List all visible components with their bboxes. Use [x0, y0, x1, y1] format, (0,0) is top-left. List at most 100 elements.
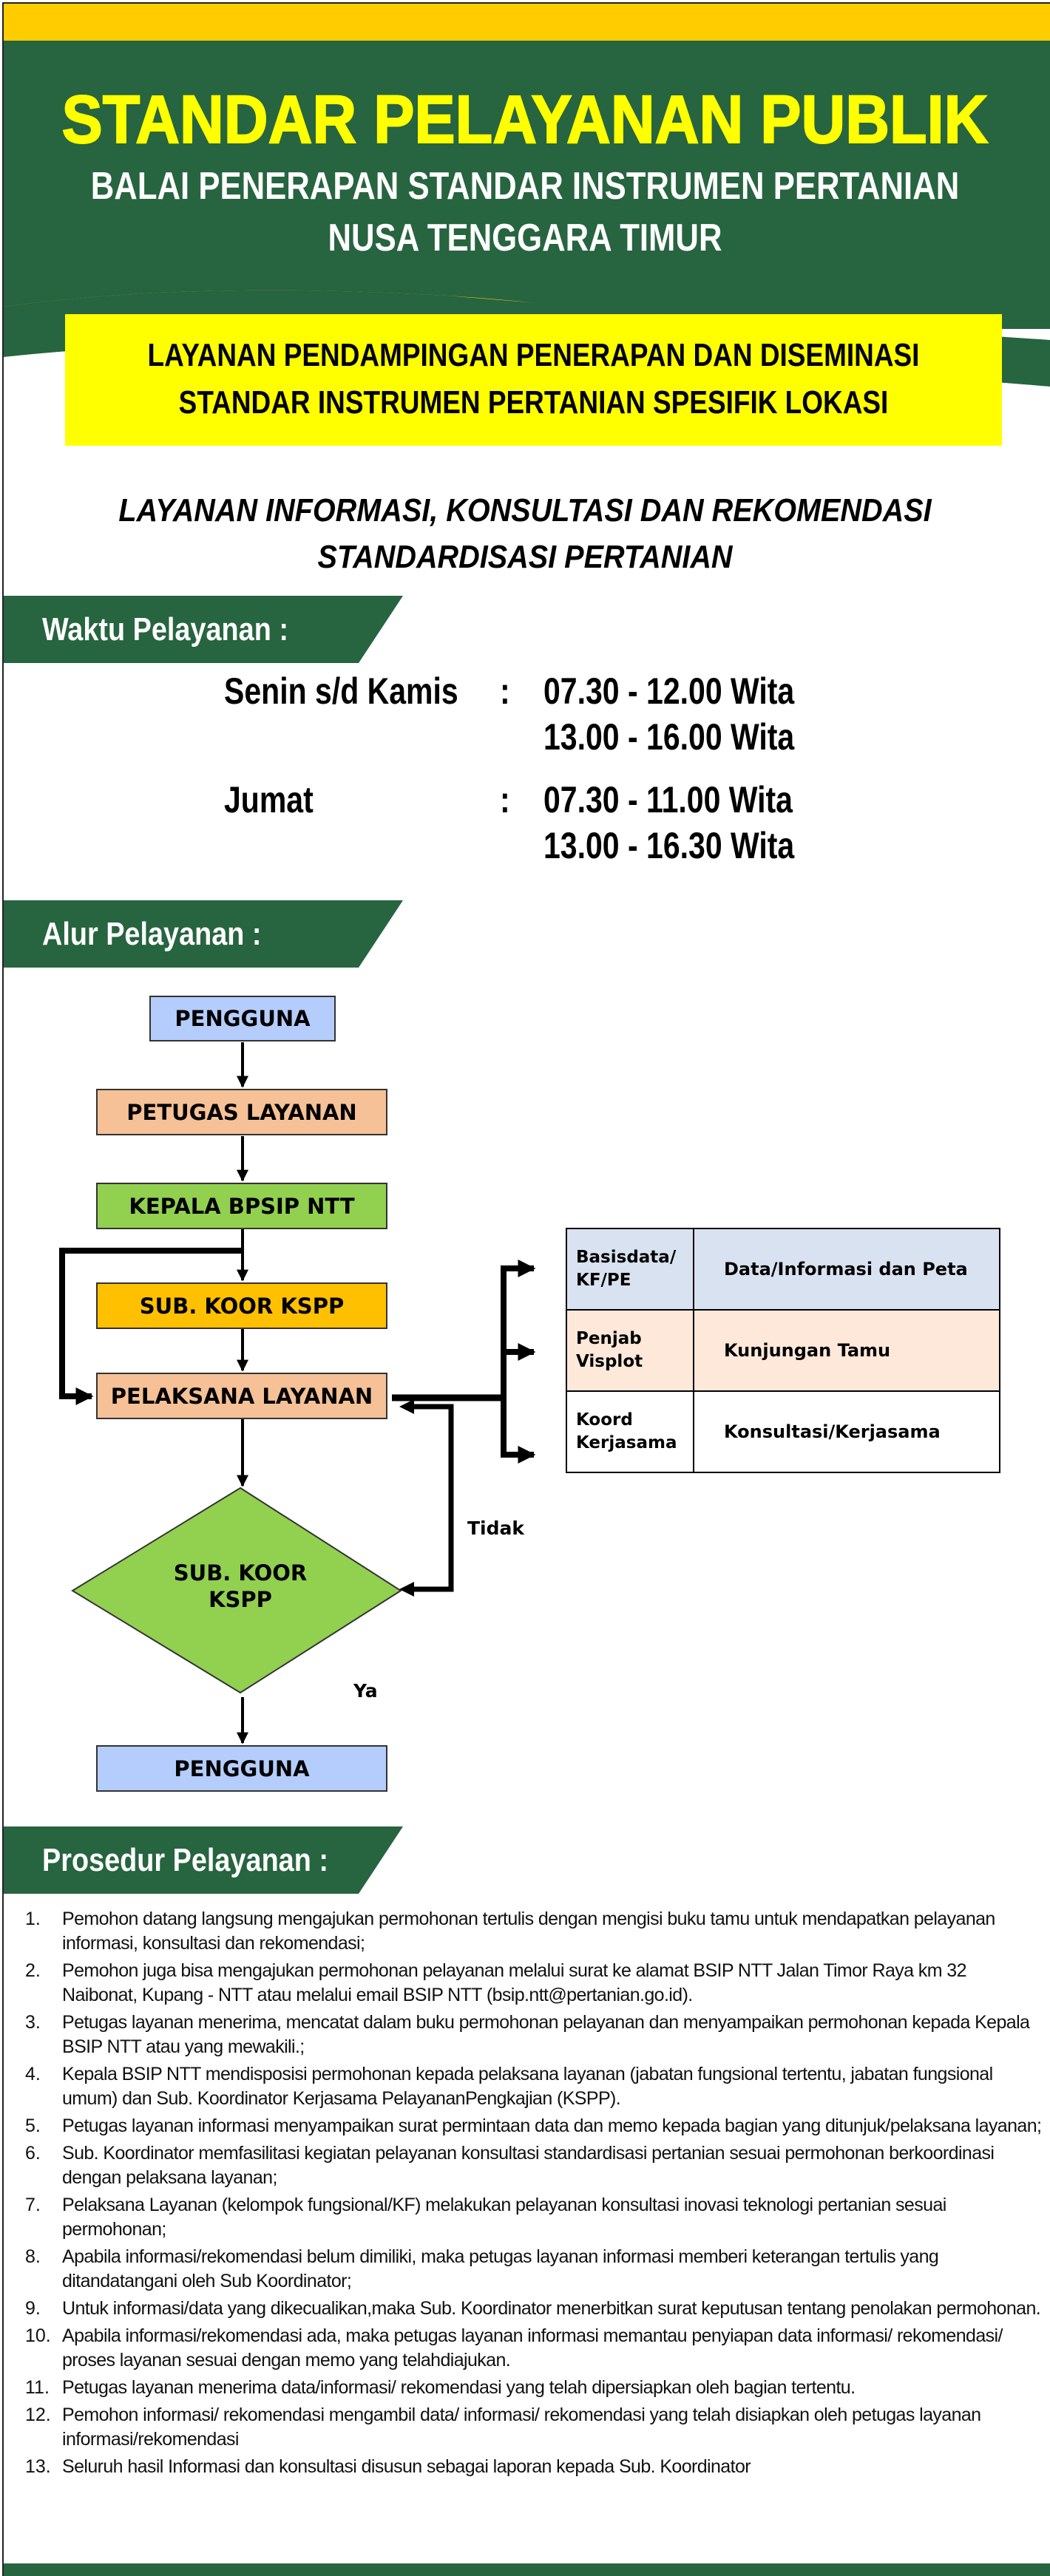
page-frame-top [2, 2, 1050, 4]
service-name-box: LAYANAN PENDAMPINGAN PENERAPAN DAN DISEM… [65, 314, 1002, 446]
institution-name-line1: BALAI PENERAPAN STANDAR INSTRUMEN PERTAN… [90, 165, 960, 208]
option-role-line1: Penjab [576, 1328, 642, 1348]
node-petugas-layanan: PETUGAS LAYANAN [96, 1089, 387, 1135]
option-role-line1: Basisdata/ [576, 1247, 677, 1267]
page-frame-left [2, 2, 4, 2576]
institution-name-line2: NUSA TENGGARA TIMUR [328, 217, 722, 259]
procedure-step-text: Apabila informasi/rekomendasi ada, maka … [62, 2325, 1003, 2371]
procedure-step: 3. Petugas layanan menerima, mencatat dal… [21, 2011, 1044, 2059]
schedule-time-2b: 13.00 - 16.30 Wita [543, 825, 795, 866]
procedure-step-number: 7. [25, 2195, 41, 2215]
procedure-step-number: 12. [25, 2405, 51, 2425]
node-kepala-bpsip: KEPALA BPSIP NTT [96, 1183, 387, 1229]
table-row: Basisdata/KF/PE Data/Informasi dan Peta [566, 1228, 1000, 1311]
service-name-line1: LAYANAN PENDAMPINGAN PENERAPAN DAN DISEM… [147, 337, 920, 373]
section-heading-waktu: Waktu Pelayanan : [42, 611, 288, 648]
procedure-step: 2. Pemohon juga bisa mengajukan permohona… [21, 1959, 1044, 2008]
procedure-step-text: Pemohon datang langsung mengajukan permo… [62, 1909, 995, 1954]
schedule-day-2: Jumat [224, 779, 314, 820]
procedure-step-text: Untuk informasi/data yang dikecualikan,m… [62, 2298, 1041, 2319]
procedure-step-number: 3. [25, 2012, 41, 2033]
procedure-step-text: Kepala BSIP NTT mendisposisi permohonan … [62, 2064, 993, 2109]
procedure-list: 1. Pemohon datang langsung mengajukan per… [21, 1907, 1044, 2558]
schedule-time-1b: 13.00 - 16.00 Wita [543, 716, 795, 758]
schedule-day-1: Senin s/d Kamis [224, 670, 458, 712]
node-pelaksana-layanan: PELAKSANA LAYANAN [96, 1373, 387, 1419]
section-heading-prosedur: Prosedur Pelayanan : [42, 1842, 328, 1878]
option-role: Basisdata/KF/PE [566, 1228, 694, 1311]
option-service: Konsultasi/Kerjasama [693, 1390, 1000, 1473]
procedure-step-text: Pemohon juga bisa mengajukan permohonan … [62, 1960, 966, 2005]
procedure-step: 7. Pelaksana Layanan (kelompok fungsional… [21, 2193, 1044, 2242]
procedure-step-number: 5. [25, 2115, 41, 2136]
option-service: Data/Informasi dan Peta [693, 1228, 1000, 1311]
procedure-step-text: Pemohon informasi/ rekomendasi mengambil… [62, 2405, 981, 2450]
section-heading-alur: Alur Pelayanan : [42, 916, 262, 952]
decision-label-line1: SUB. KOOR [173, 1560, 308, 1586]
label-tidak: Tidak [467, 1518, 525, 1539]
node-pengguna-start: PENGGUNA [149, 996, 336, 1041]
procedure-step-number: 11. [25, 2377, 50, 2398]
procedure-step-number: 8. [25, 2246, 41, 2267]
schedule-separator-2: : [500, 779, 510, 820]
procedure-step-text: Sub. Koordinator memfasilitasi kegiatan … [62, 2143, 995, 2188]
procedure-step: 9. Untuk informasi/data yang dikecualikan… [21, 2297, 1044, 2321]
node-subkoor-kspp: SUB. KOOR KSPP [96, 1282, 387, 1329]
procedure-step: 5. Petugas layanan informasi menyampaikan… [21, 2114, 1044, 2138]
section-banner-prosedur: Prosedur Pelayanan : [4, 1826, 403, 1894]
procedure-step: 6. Sub. Koordinator memfasilitasi kegiata… [21, 2141, 1044, 2190]
procedure-step-number: 2. [25, 1960, 41, 1981]
procedure-step: 11. Petugas layanan menerima data/informa… [21, 2376, 1044, 2400]
procedure-step-text: Seluruh hasil Informasi dan konsultasi d… [62, 2456, 751, 2477]
procedure-step: 1. Pemohon datang langsung mengajukan per… [21, 1907, 1044, 1956]
option-role-line2: Visplot [576, 1352, 643, 1371]
procedure-step: 13. Seluruh hasil Informasi dan konsultas… [21, 2455, 1044, 2479]
section-banner-alur: Alur Pelayanan : [4, 900, 403, 968]
node-pengguna-end: PENGGUNA [96, 1745, 387, 1792]
section-banner-waktu: Waktu Pelayanan : [4, 596, 403, 663]
procedure-step-number: 4. [25, 2064, 41, 2084]
service-options-table: Basisdata/KF/PE Data/Informasi dan Peta … [566, 1228, 1000, 1473]
service-name-line2: STANDAR INSTRUMEN PERTANIAN SPESIFIK LOK… [178, 384, 889, 421]
procedure-step-text: Pelaksana Layanan (kelompok fungsional/K… [62, 2195, 946, 2240]
label-ya: Ya [353, 1680, 378, 1702]
procedure-step: 8. Apabila informasi/rekomendasi belum di… [21, 2245, 1044, 2294]
flowchart-connectors [59, 1042, 536, 1744]
procedure-step-number: 9. [25, 2298, 41, 2319]
arrow-tidak-to-decision [399, 1582, 414, 1597]
schedule-separator-1: : [500, 670, 510, 712]
header-green-panel [4, 41, 1050, 329]
procedure-step-text: Apabila informasi/rekomendasi belum dimi… [62, 2246, 939, 2291]
connector-tidak-loop [409, 1404, 454, 1592]
procedure-step-number: 10. [25, 2325, 51, 2346]
service-subtitle-line1: LAYANAN INFORMASI, KONSULTASI DAN REKOME… [118, 492, 932, 529]
arrow-tidak-to-pelaksana [399, 1399, 414, 1414]
schedule-time-1a: 07.30 - 12.00 Wita [543, 670, 795, 712]
arrow-bypass-to-pelaksana [59, 1248, 243, 1405]
option-role-line1: Koord [576, 1410, 633, 1430]
decision-label-line2: KSPP [209, 1587, 272, 1613]
header-gold-band [4, 4, 1050, 41]
procedure-step: 10. Apabila informasi/rekomendasi ada, ma… [21, 2324, 1044, 2373]
procedure-step-text: Petugas layanan informasi menyampaikan s… [62, 2115, 1042, 2136]
service-subtitle-line2: STANDARDISASI PERTANIAN [317, 539, 733, 575]
schedule-time-2a: 07.30 - 11.00 Wita [543, 779, 793, 820]
decision-label: SUB. KOOR KSPP [146, 1560, 334, 1614]
procedure-step-text: Petugas layanan menerima, mencatat dalam… [62, 2012, 1030, 2057]
decision-diamond [71, 1486, 402, 1694]
option-role-line2: Kerjasama [576, 1433, 677, 1452]
procedure-step: 12. Pemohon informasi/ rekomendasi mengam… [21, 2403, 1044, 2452]
page-title: STANDAR PELAYANAN PUBLIK [61, 82, 989, 157]
option-service: Kunjungan Tamu [693, 1309, 1000, 1392]
procedure-step-text: Petugas layanan menerima data/informasi/… [62, 2377, 856, 2398]
procedure-step-number: 1. [25, 1909, 41, 1929]
option-role-line2: KF/PE [576, 1271, 631, 1290]
footer-green-strip [4, 2563, 1050, 2576]
procedure-step: 4. Kepala BSIP NTT mendisposisi permohona… [21, 2062, 1044, 2111]
procedure-step-number: 6. [25, 2143, 41, 2164]
procedure-step-number: 13. [25, 2456, 51, 2477]
